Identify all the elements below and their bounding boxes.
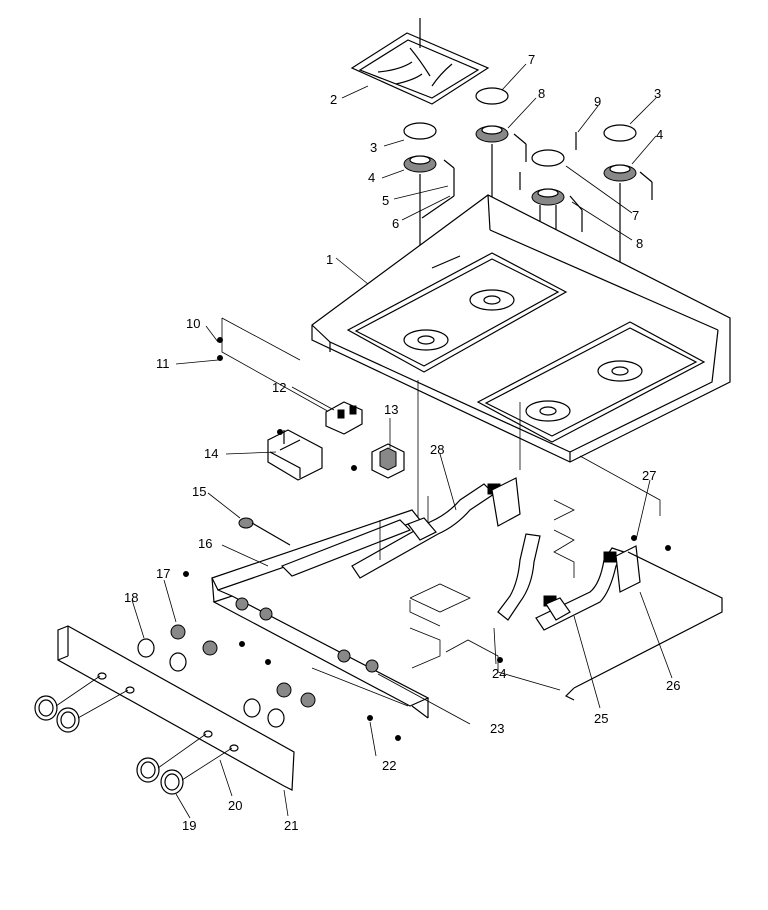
- callout-labels: 1 2 3 3 4 4 5 6 7 7 8 8 9 10 11 12 13 14…: [124, 52, 680, 833]
- callout-5: 5: [382, 193, 389, 208]
- callout-8a: 8: [538, 86, 545, 101]
- callout-11: 11: [156, 356, 170, 371]
- callout-8b: 8: [636, 236, 643, 251]
- callout-4a: 4: [368, 170, 375, 185]
- burner-grate: [350, 18, 490, 105]
- callout-3b: 3: [654, 86, 661, 101]
- callout-7b: 7: [632, 208, 639, 223]
- callout-26: 26: [666, 678, 680, 693]
- control-panel: [57, 625, 295, 791]
- callout-15: 15: [192, 484, 206, 499]
- callout-13: 13: [384, 402, 398, 417]
- callout-14: 14: [204, 446, 218, 461]
- right-rear-burner: [603, 124, 653, 360]
- callout-9: 9: [594, 94, 601, 109]
- control-knobs: [34, 675, 233, 795]
- knob-seals: [137, 638, 285, 728]
- callout-28: 28: [430, 442, 444, 457]
- callout-10: 10: [186, 316, 200, 331]
- valve-and-regulator: [267, 401, 405, 481]
- callout-3a: 3: [370, 140, 377, 155]
- callout-25: 25: [594, 711, 608, 726]
- manifold-pipe: [211, 509, 430, 719]
- callout-17: 17: [156, 566, 170, 581]
- callout-1: 1: [326, 252, 333, 267]
- callout-2: 2: [330, 92, 337, 107]
- callout-22: 22: [382, 758, 396, 773]
- callout-18: 18: [124, 590, 138, 605]
- callout-20: 20: [228, 798, 242, 813]
- callout-21: 21: [284, 818, 298, 833]
- callout-16: 16: [198, 536, 212, 551]
- callout-24: 24: [492, 666, 506, 681]
- cooktop: [311, 194, 731, 463]
- callout-4b: 4: [656, 127, 663, 142]
- callout-23: 23: [490, 721, 504, 736]
- callout-19: 19: [182, 818, 196, 833]
- burner-tubes: [351, 477, 641, 631]
- leader-lines: [131, 63, 673, 819]
- orifice-fitting: [238, 517, 291, 546]
- callout-6: 6: [392, 216, 399, 231]
- burner-valves: [170, 597, 379, 708]
- callout-12: 12: [272, 380, 286, 395]
- callout-7a: 7: [528, 52, 535, 67]
- callout-27: 27: [642, 468, 656, 483]
- chassis-base: [311, 520, 723, 707]
- screws: [183, 337, 671, 741]
